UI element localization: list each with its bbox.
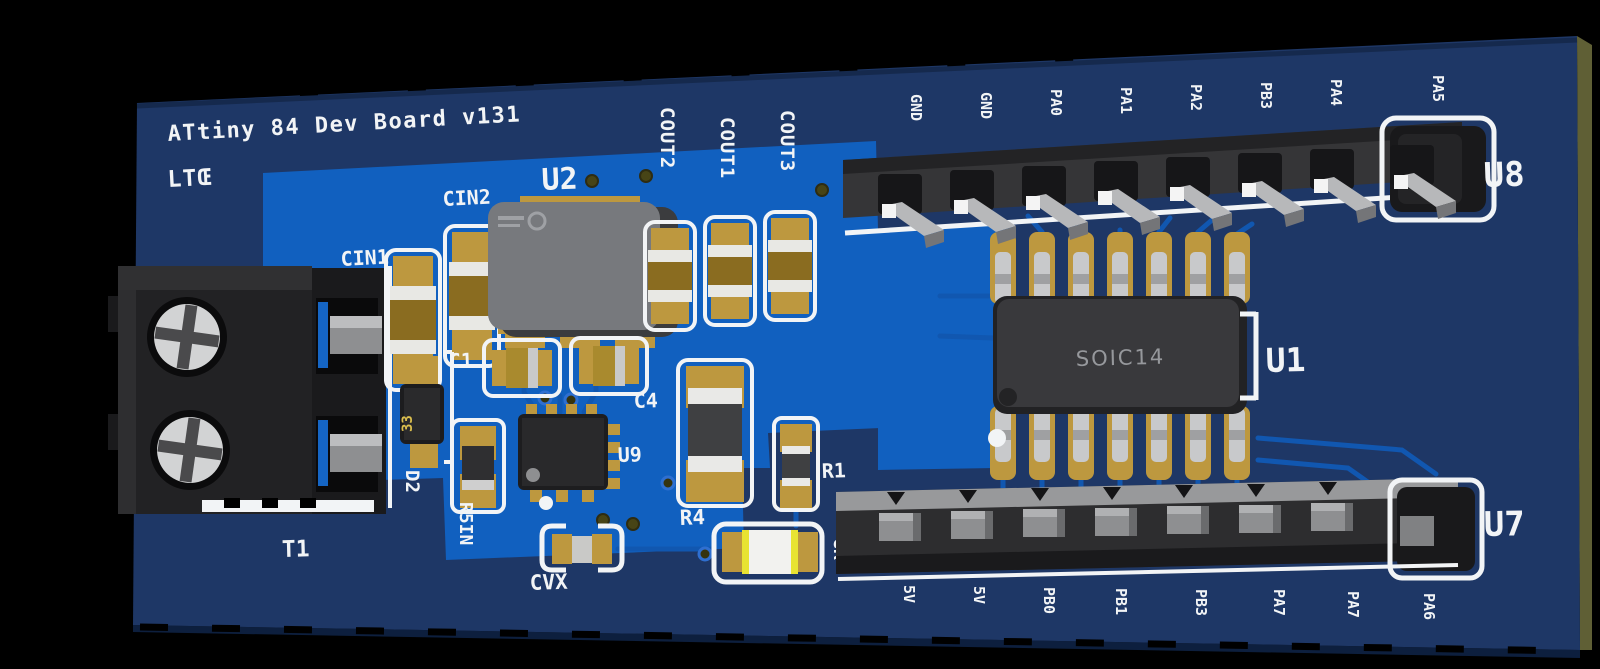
label-u7: U7: [1483, 504, 1525, 545]
led-gr: [711, 521, 825, 585]
label-u9: U9: [617, 442, 642, 467]
label-cin1: CIN1: [340, 245, 389, 271]
u2-chip-marking: [498, 211, 547, 231]
terminal-contact-1: [316, 298, 382, 374]
pin-header-u7: [836, 477, 1485, 581]
pin-label: PA5: [1429, 75, 1447, 102]
board-edge-right: [1577, 36, 1592, 650]
pin-label: 5V: [900, 585, 918, 603]
pin-label: 5V: [970, 586, 988, 604]
pin-label: PA2: [1187, 84, 1205, 111]
capacitor-cout1: [703, 215, 757, 327]
label-u2: U2: [541, 161, 579, 198]
u1-pin1-notch: [999, 388, 1017, 406]
label-cvx: CVX: [529, 570, 568, 595]
capacitor-cvx: [539, 523, 625, 573]
terminal-screw-2: [150, 410, 230, 490]
resistor-r5in: [450, 418, 506, 514]
u2-logo-icon: [527, 211, 547, 231]
pin-label: PB3: [1257, 82, 1275, 109]
label-cin2: CIN2: [442, 185, 491, 211]
u1-silk-bracket: [1240, 311, 1259, 401]
label-cout3: COUT3: [776, 110, 798, 172]
label-t1: T1: [281, 536, 309, 563]
capacitor-cout2: [643, 220, 697, 332]
label-r1: R1: [821, 458, 846, 483]
board-logo-text: LTŒ: [167, 165, 213, 193]
board-edge-bottom: [133, 625, 1580, 658]
vias: [537, 169, 829, 562]
pin-label: PA0: [1047, 89, 1065, 116]
pin-label: PA1: [1117, 87, 1135, 114]
terminal-screw-1: [147, 297, 227, 377]
terminal-block-t1: [108, 266, 392, 514]
pin-label: PA6: [1420, 593, 1438, 620]
pin-label: PA7: [1270, 589, 1288, 616]
u1-pin1-silk-dot: [988, 429, 1006, 447]
diode-d2: 33: [400, 350, 454, 468]
label-cout1: COUT1: [716, 117, 738, 179]
bottom-header-pin-labels: 5V 5V PB0 PB1 PB3 PA7 PA7 PA6: [900, 585, 1438, 620]
pin-label: GND: [977, 92, 995, 119]
u8-end-cap-outline: [1379, 115, 1497, 223]
pin-label: PB1: [1112, 588, 1130, 615]
pin-label: PA7: [1344, 591, 1362, 618]
regulator-module-u2: [488, 196, 678, 348]
component-r1: [772, 416, 820, 512]
chip-u9: [518, 404, 620, 502]
u9-pin1-silk-dot: [539, 496, 553, 510]
terminal-contact-2: [316, 416, 382, 492]
pin-label: PB3: [1192, 589, 1210, 616]
top-header-pin-labels: GND GND PA0 PA1 PA2 PB3 PA4 PA5: [907, 75, 1447, 121]
pin-label: PB0: [1040, 587, 1058, 614]
label-d2: D2: [401, 470, 423, 493]
chip-u1-soic14: SOIC14: [990, 232, 1250, 480]
capacitor-cout3: [763, 210, 817, 322]
d2-marking: 33: [400, 415, 416, 432]
label-u8: U8: [1483, 155, 1525, 196]
pin-label: GND: [907, 94, 925, 121]
pin-header-u8: [843, 115, 1497, 248]
label-r5in: R5IN: [455, 502, 476, 545]
component-r4: [676, 358, 754, 508]
u1-chip-marking: SOIC14: [1076, 345, 1166, 371]
label-c4: C4: [633, 388, 658, 413]
label-cout2: COUT2: [656, 107, 678, 169]
label-u1: U1: [1265, 340, 1306, 380]
label-r4: R4: [679, 505, 705, 530]
pin-label: PA4: [1327, 79, 1345, 106]
u7-end-cap-outline: [1387, 477, 1485, 581]
